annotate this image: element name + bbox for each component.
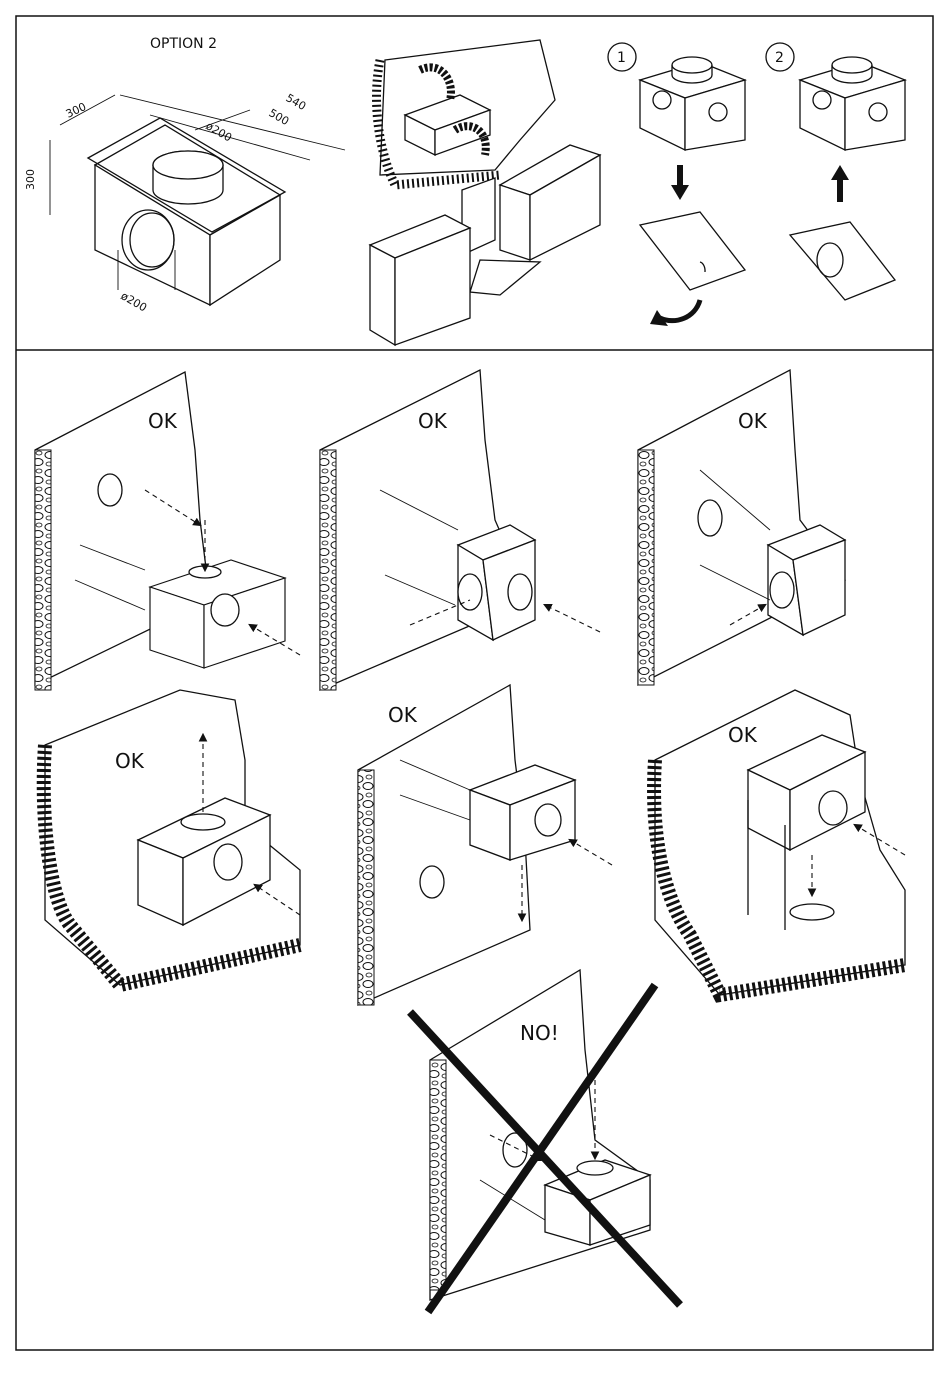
arrow-down-icon — [671, 165, 689, 200]
install-panel-4: OK — [44, 690, 300, 985]
panel-1-label: OK — [148, 409, 178, 433]
inner-width-dimension: 500 — [267, 106, 292, 128]
install-panel-6: OK — [654, 690, 905, 995]
install-panel-5: OK — [358, 685, 612, 1005]
step-2-label: 2 — [775, 50, 784, 66]
top-diameter-dimension: ø200 — [204, 119, 235, 144]
panel-3-label: OK — [738, 409, 768, 433]
install-panel-2: OK — [320, 370, 600, 690]
panel-6-label: OK — [728, 723, 758, 747]
outer-width-dimension: 540 — [284, 91, 309, 113]
kitchen-installation-drawing — [370, 40, 600, 345]
option-label: OPTION 2 — [150, 36, 217, 52]
depth-dimension: 300 — [64, 100, 89, 121]
panel-5-label: OK — [388, 703, 418, 727]
install-panel-7: NO! — [410, 970, 680, 1312]
front-diameter-dimension: ø200 — [119, 289, 150, 314]
arrow-up-icon — [831, 165, 849, 202]
install-panel-1: OK — [35, 372, 300, 690]
filter-plate-1 — [640, 212, 745, 290]
height-dimension: 300 — [24, 169, 37, 190]
filter-steps: 1 2 — [608, 43, 905, 326]
panel-4-label: OK — [115, 749, 145, 773]
dimensioned-box-drawing: 300 300 540 500 ø200 ø200 — [24, 91, 345, 314]
panel-7-label: NO! — [520, 1021, 559, 1045]
install-panel-3: OK — [638, 370, 845, 685]
step-1-label: 1 — [617, 50, 626, 66]
curved-arrow-icon — [650, 300, 700, 326]
panel-2-label: OK — [418, 409, 448, 433]
top-section: OPTION 2 300 300 540 500 — [24, 36, 905, 345]
